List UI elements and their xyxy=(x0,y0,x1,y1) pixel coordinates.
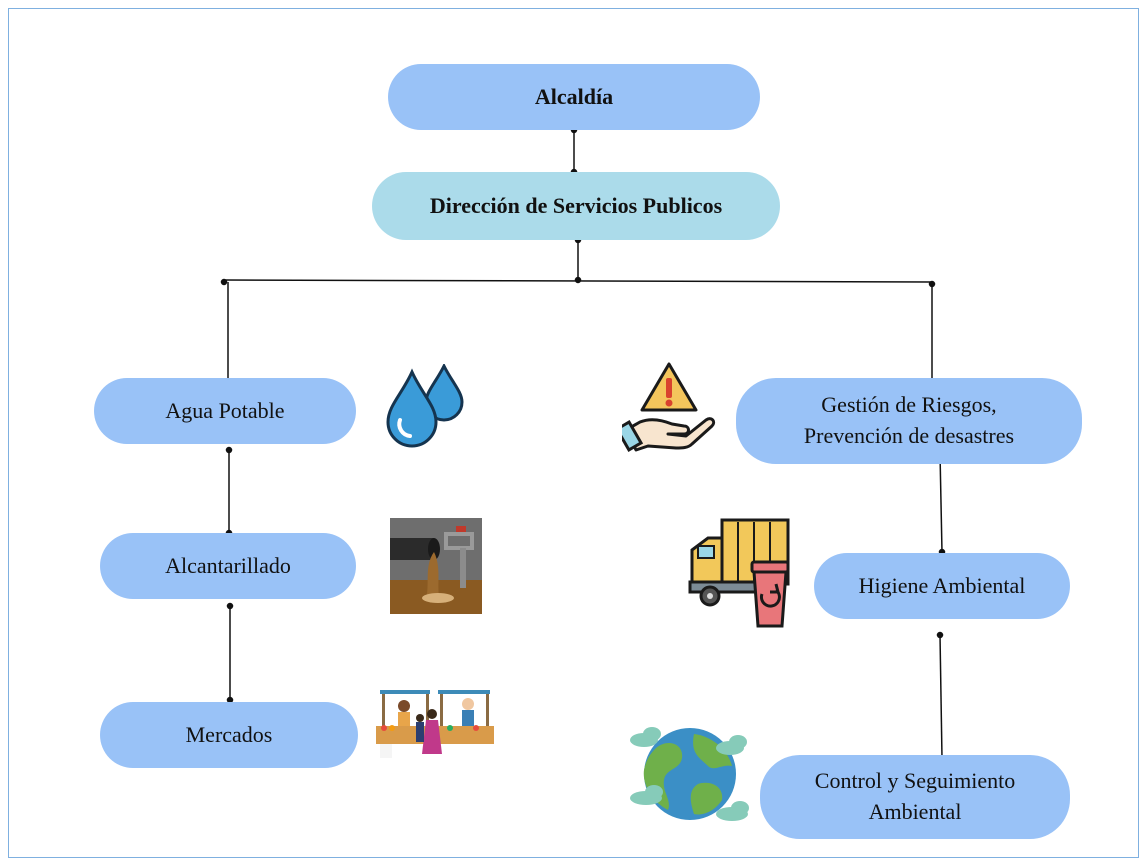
node-direccion-label: Dirección de Servicios Publicos xyxy=(429,192,723,218)
node-mercados-label: Mercados xyxy=(185,721,273,747)
node-mercados: Mercados xyxy=(100,702,358,768)
node-control-line1: Control y Seguimiento xyxy=(814,768,1016,794)
market-stalls-icon xyxy=(376,690,494,758)
node-alcaldia-label: Alcaldía xyxy=(534,83,614,109)
garbage-truck-icon xyxy=(688,518,790,628)
node-alcaldia: Alcaldía xyxy=(388,64,760,130)
sewer-pipe-icon xyxy=(390,518,482,614)
node-direccion-servicios: Dirección de Servicios Publicos xyxy=(372,172,780,240)
node-control-seguimiento: Control y Seguimiento Ambiental xyxy=(760,755,1070,839)
node-control-line2: Ambiental xyxy=(868,799,962,824)
warning-hand-icon xyxy=(622,362,716,452)
node-gestion-riesgos-line2: Prevención de desastres xyxy=(803,423,1015,448)
node-alcantarillado-label: Alcantarillado xyxy=(165,552,291,578)
earth-globe-icon xyxy=(630,727,749,821)
node-agua-potable: Agua Potable xyxy=(94,378,356,444)
node-agua-potable-label: Agua Potable xyxy=(165,397,285,423)
water-drops-icon xyxy=(386,364,464,448)
node-higiene-ambiental-label: Higiene Ambiental xyxy=(858,572,1026,598)
node-higiene-ambiental: Higiene Ambiental xyxy=(814,553,1070,619)
node-gestion-riesgos-line1: Gestión de Riesgos, xyxy=(821,392,997,418)
node-gestion-riesgos: Gestión de Riesgos, Prevención de desast… xyxy=(736,378,1082,464)
node-alcantarillado: Alcantarillado xyxy=(100,533,356,599)
